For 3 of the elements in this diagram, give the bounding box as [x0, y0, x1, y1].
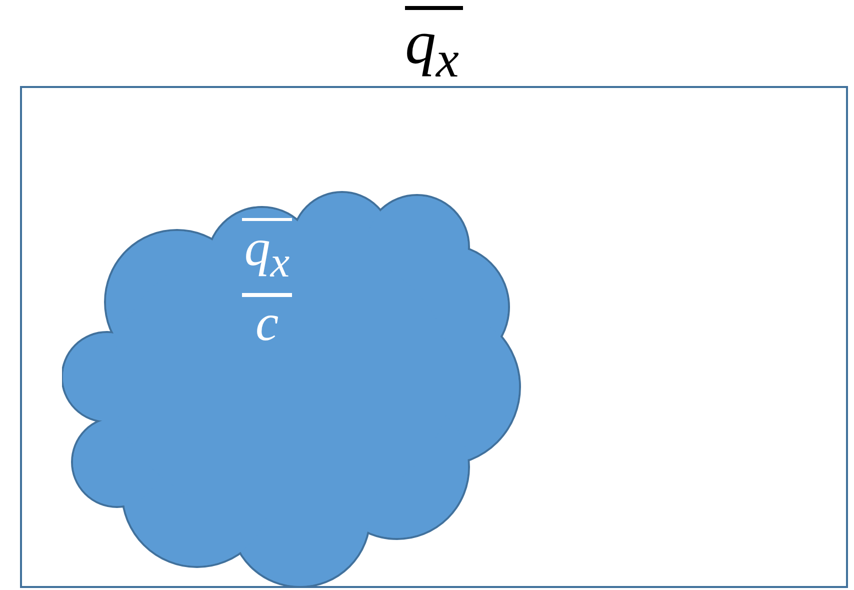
set-label: q$_{x}$: [22, 6, 846, 86]
math-label: c: [254, 298, 280, 350]
math-label: q$_{x}$: [227, 218, 307, 297]
